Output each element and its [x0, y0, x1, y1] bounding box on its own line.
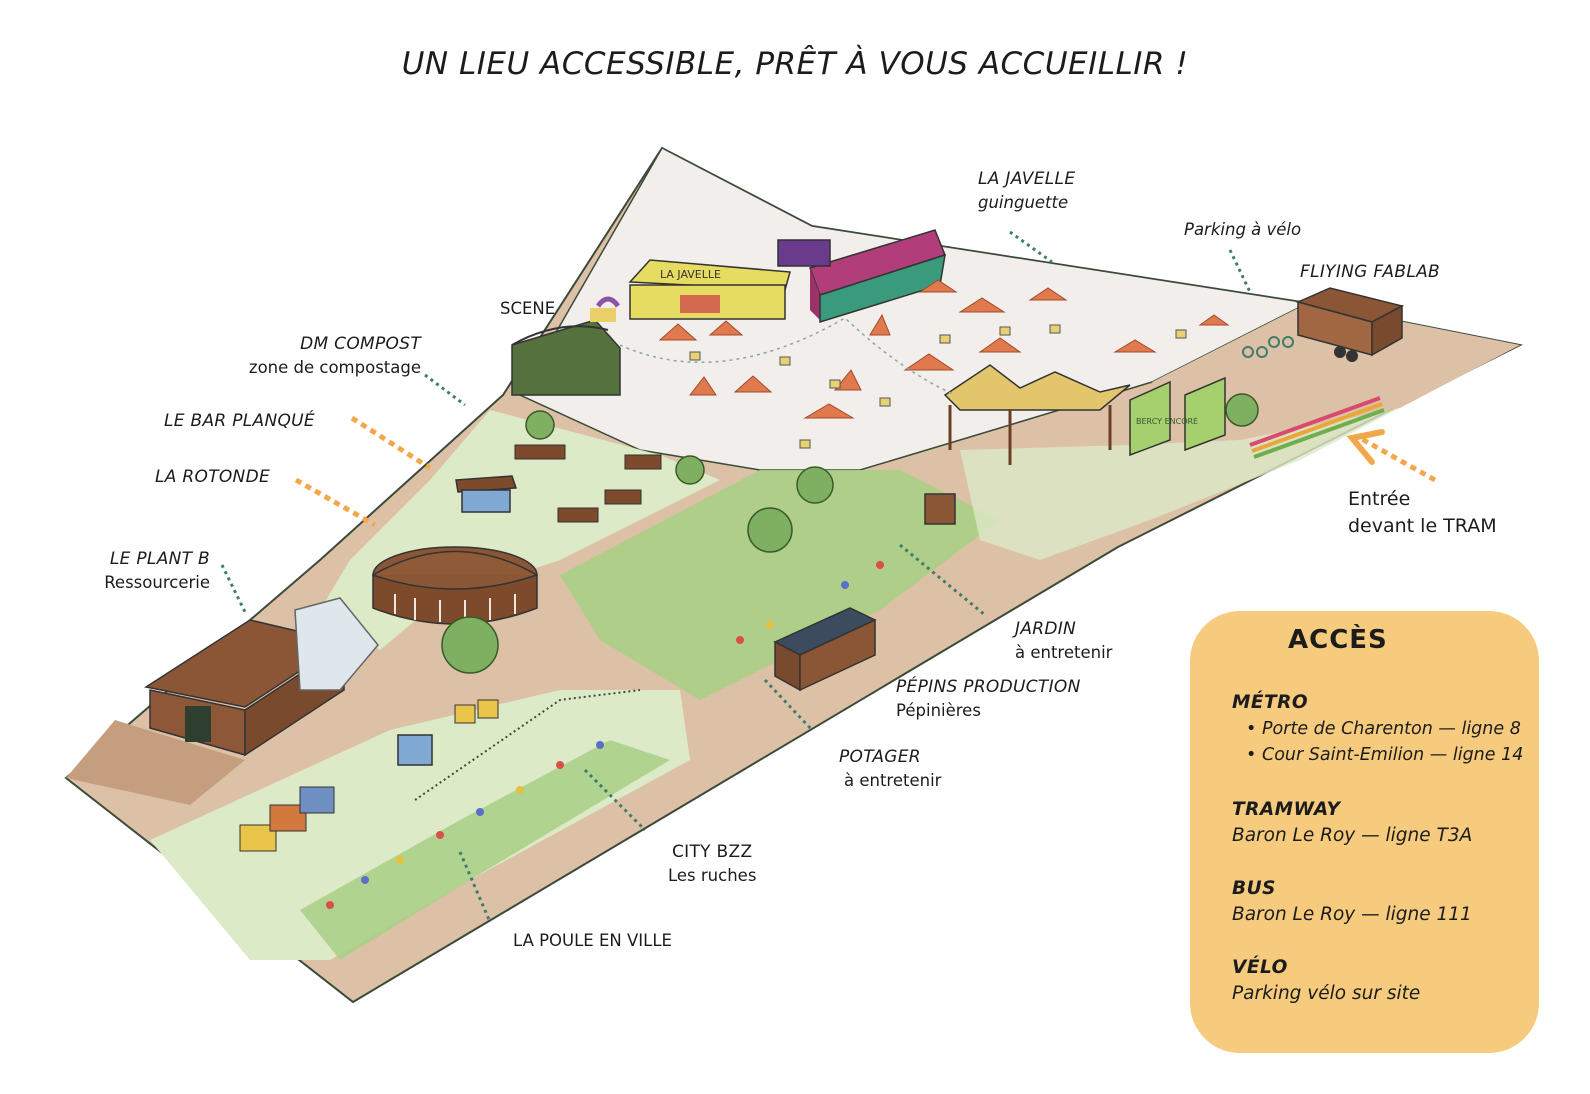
label-parking-velo: Parking à vélo	[1184, 218, 1301, 242]
label-poule-en-ville: LA POULE EN VILLE	[513, 929, 672, 953]
label-entree-sub: devant le TRAM	[1348, 515, 1497, 537]
label-dm-compost: DM COMPOST zone de compostage	[226, 332, 421, 380]
label-la-rotonde-name: LA ROTONDE	[155, 467, 271, 487]
label-city-bzz: CITY BZZ Les ruches	[668, 840, 756, 888]
access-panel: ACCÈS MÉTRO Porte de Charenton — ligne 8…	[1190, 611, 1539, 1053]
flower-meadow	[300, 740, 670, 960]
label-plant-b-name: LE PLANT B	[109, 549, 210, 569]
label-fablab: FLIYING FABLAB	[1300, 260, 1440, 284]
access-metro-item: Cour Saint-Emilion — ligne 14	[1246, 742, 1523, 768]
parasols	[658, 279, 1230, 419]
javelle-building: LA JAVELLE	[628, 259, 791, 320]
label-bar-planque: LE BAR PLANQUÉ	[164, 409, 315, 433]
access-bus-heading: BUS	[1232, 878, 1276, 899]
label-poule-name: LA POULE EN VILLE	[513, 931, 672, 950]
garden-shed	[924, 493, 956, 525]
label-jardin-sub: à entretenir	[1015, 643, 1113, 662]
plant-b-yard	[66, 720, 245, 805]
access-velo: VÉLO Parking vélo sur site	[1232, 954, 1420, 1007]
beehives	[239, 699, 499, 852]
access-tramway: TRAMWAY Baron Le Roy — ligne T3A	[1232, 796, 1472, 849]
string-lights	[619, 317, 956, 396]
label-jardin: JARDIN à entretenir	[1015, 617, 1112, 665]
label-entree: Entrée devant le TRAM	[1348, 486, 1497, 540]
bike-parking	[1242, 336, 1294, 358]
label-scene-name: SCENE	[500, 299, 556, 318]
plaza-tables	[689, 324, 1187, 449]
entrance-arrow-head	[1346, 429, 1385, 465]
container-purple	[777, 229, 946, 324]
label-city-bzz-sub: Les ruches	[668, 866, 757, 885]
label-potager-name: POTAGER	[839, 747, 921, 767]
label-parking-velo-name: Parking à vélo	[1184, 220, 1302, 239]
tram-entrance-bars	[1249, 396, 1385, 459]
rotonde-building	[372, 546, 538, 625]
bar-planque-kiosk	[455, 475, 518, 513]
access-metro: MÉTRO Porte de Charenton — ligne 8 Cour …	[1232, 689, 1523, 768]
label-la-javelle-name: LA JAVELLE	[978, 169, 1076, 189]
label-fablab-name: FLIYING FABLAB	[1300, 262, 1440, 282]
label-dm-compost-sub: zone de compostage	[248, 358, 421, 377]
garden-fence	[414, 689, 641, 801]
access-velo-text: Parking vélo sur site	[1232, 983, 1421, 1004]
garden-strip	[560, 470, 1000, 700]
label-scene: SCENE	[500, 297, 555, 321]
access-tramway-text: Baron Le Roy — ligne T3A	[1232, 825, 1473, 846]
bercy-sign-text: BERCY ENCORE	[1136, 417, 1198, 426]
access-metro-heading: MÉTRO	[1232, 692, 1309, 713]
label-city-bzz-name: CITY BZZ	[672, 842, 753, 862]
bercy-encore-sign: BERCY ENCORE	[1129, 376, 1226, 457]
picnic-tables	[514, 444, 662, 523]
access-metro-list: Porte de Charenton — ligne 8 Cour Saint-…	[1232, 716, 1523, 768]
label-potager-sub: à entretenir	[844, 771, 942, 790]
access-bus-text: Baron Le Roy — ligne 111	[1232, 904, 1472, 925]
flowers	[326, 561, 884, 909]
scene-stage	[511, 296, 621, 396]
access-title: ACCÈS	[1288, 625, 1388, 655]
label-jardin-name: JARDIN	[1015, 619, 1077, 639]
label-la-javelle-sub: guinguette	[978, 193, 1069, 212]
javelle-sign-text: LA JAVELLE	[660, 268, 721, 281]
label-pepins-name: PÉPINS PRODUCTION	[896, 677, 1081, 697]
pergola-bar	[943, 364, 1131, 465]
access-tramway-heading: TRAMWAY	[1232, 799, 1341, 820]
label-bar-planque-name: LE BAR PLANQUÉ	[164, 411, 315, 431]
access-metro-item: Porte de Charenton — ligne 8	[1246, 716, 1523, 742]
page-title: UN LIEU ACCESSIBLE, PRÊT À VOUS ACCUEILL…	[401, 46, 1189, 82]
teal-pointer-arrows	[220, 230, 1252, 923]
pepins-greenhouse	[773, 607, 877, 692]
lawn-south	[150, 690, 690, 960]
label-plant-b: LE PLANT B Ressourcerie	[80, 547, 210, 595]
label-plant-b-sub: Ressourcerie	[104, 573, 210, 592]
access-velo-heading: VÉLO	[1232, 957, 1288, 978]
label-la-javelle: LA JAVELLE guinguette	[978, 167, 1075, 215]
label-pepins-sub: Pépinières	[896, 701, 981, 720]
plant-b-building	[144, 597, 379, 757]
label-dm-compost-name: DM COMPOST	[300, 334, 421, 354]
trees	[441, 393, 1259, 674]
label-la-rotonde: LA ROTONDE	[155, 465, 270, 489]
access-bus: BUS Baron Le Roy — ligne 111	[1232, 875, 1472, 928]
label-entree-name: Entrée	[1348, 488, 1411, 510]
fablab-trailer	[1295, 287, 1405, 362]
orange-pointer-arrows	[294, 415, 1437, 528]
chicken-coop	[397, 734, 433, 766]
label-potager: POTAGER à entretenir	[839, 745, 941, 793]
label-pepins-production: PÉPINS PRODUCTION Pépinières	[896, 675, 1081, 723]
